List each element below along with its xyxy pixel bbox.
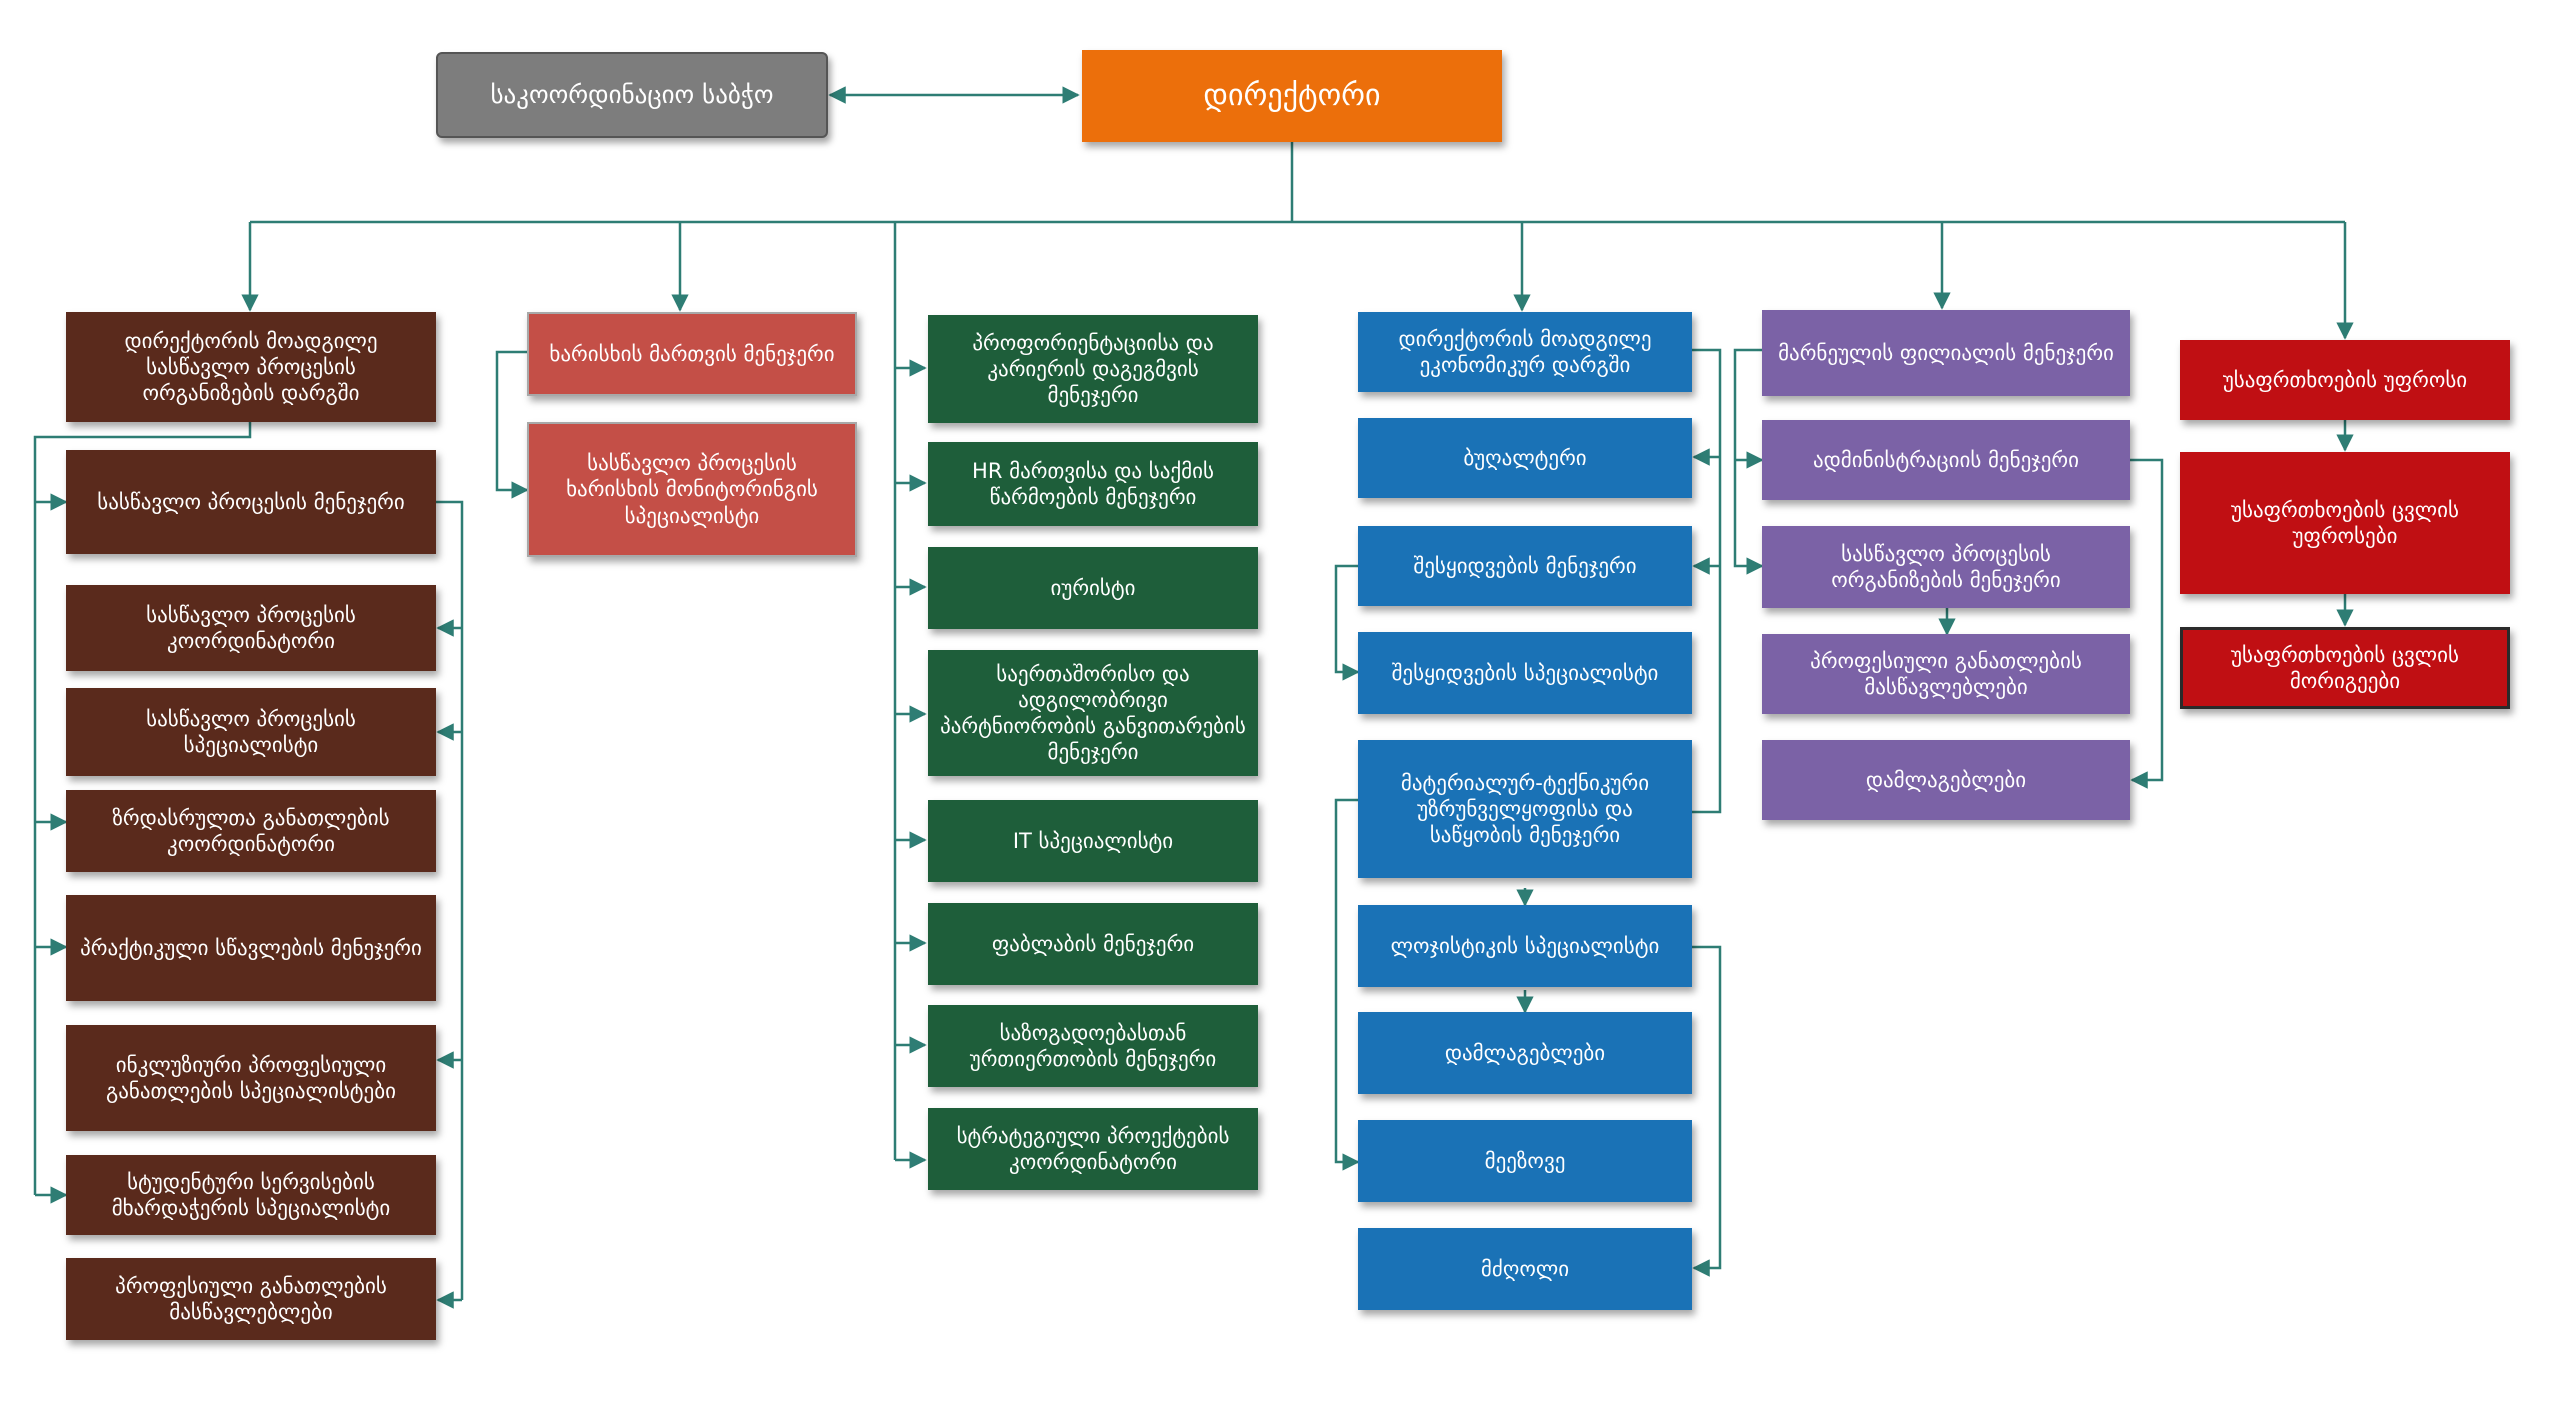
security-head-label: უსაფრთხოების უფროსი xyxy=(2222,367,2468,392)
col3-label-3: იურისტი xyxy=(1050,575,1136,600)
col3-node-3: იურისტი xyxy=(928,547,1258,629)
director-box: დირექტორი xyxy=(1082,50,1502,142)
col3-node-6: ფაბლაბის მენეჯერი xyxy=(928,903,1258,985)
col4-node-2: შესყიდვების მენეჯერი xyxy=(1358,526,1692,606)
col3-label-8: სტრატეგიული პროექტების კოორდინატორი xyxy=(956,1123,1230,1174)
col1-node-6: ინკლუზიური პროფესიული განათლების სპეციალ… xyxy=(66,1025,436,1131)
col6-node-2: უსაფრთხოების ცვლის მორიგეები xyxy=(2180,627,2510,709)
marneuli-branch-manager-label: მარნეულის ფილიალის მენეჯერი xyxy=(1778,340,2114,365)
col1-label-6: ინკლუზიური პროფესიული განათლების სპეციალ… xyxy=(106,1052,396,1103)
director-label: დირექტორი xyxy=(1203,78,1381,114)
col3-node-1: პროფორიენტაციისა და კარიერის დაგეგმვის მ… xyxy=(928,315,1258,423)
quality-manager-label: ხარისხის მართვის მენეჯერი xyxy=(549,341,835,366)
col3-label-2: HR მართვისა და საქმის წარმოების მენეჯერი xyxy=(972,458,1214,509)
col5-label-1: ადმინისტრაციის მენეჯერი xyxy=(1812,447,2080,472)
col1-label-8: პროფესიული განათლების მასწავლებლები xyxy=(115,1273,387,1324)
col4-label-5: ლოჯისტიკის სპეციალისტი xyxy=(1390,933,1660,958)
col1-node-1: სასწავლო პროცესის მენეჯერი xyxy=(66,450,436,554)
col4-label-4: მატერიალურ-ტექნიკური უზრუნველყოფისა და ს… xyxy=(1400,770,1650,848)
col1-node-2: სასწავლო პროცესის კოორდინატორი xyxy=(66,585,436,671)
col4-label-3: შესყიდვების სპეციალისტი xyxy=(1391,660,1659,685)
col1-label-7: სტუდენტური სერვისების მხარდაჭერის სპეცია… xyxy=(111,1169,391,1220)
col4-label-6: დამლაგებლები xyxy=(1444,1040,1606,1065)
col3-label-4: საერთაშორისო და ადგილობრივი პარტნიორობის… xyxy=(940,661,1246,765)
col4-label-1: ბუღალტერი xyxy=(1463,445,1587,470)
col5-label-2: სასწავლო პროცესის ორგანიზების მენეჯერი xyxy=(1831,541,2061,592)
deputy-director-education-box: დირექტორის მოადგილე სასწავლო პროცესის ორ… xyxy=(66,312,436,422)
marneuli-branch-manager-box: მარნეულის ფილიალის მენეჯერი xyxy=(1762,310,2130,396)
col4-node-5: ლოჯისტიკის სპეციალისტი xyxy=(1358,905,1692,987)
security-head-box: უსაფრთხოების უფროსი xyxy=(2180,340,2510,420)
col5-label-3: პროფესიული განათლების მასწავლებლები xyxy=(1810,648,2082,699)
col5-node-3: პროფესიული განათლების მასწავლებლები xyxy=(1762,634,2130,714)
col4-label-2: შესყიდვების მენეჯერი xyxy=(1413,553,1637,578)
col3-node-8: სტრატეგიული პროექტების კოორდინატორი xyxy=(928,1108,1258,1190)
col4-node-7: მეეზოვე xyxy=(1358,1120,1692,1202)
col3-label-5: IT სპეციალისტი xyxy=(1012,828,1174,853)
col4-node-1: ბუღალტერი xyxy=(1358,418,1692,498)
col6-label-2: უსაფრთხოების ცვლის მორიგეები xyxy=(2231,642,2459,693)
col3-label-7: საზოგადოებასთან ურთიერთობის მენეჯერი xyxy=(969,1020,1217,1071)
col4-node-8: მძღოლი xyxy=(1358,1228,1692,1310)
deputy-director-economic-label: დირექტორის მოადგილე ეკონომიკურ დარგში xyxy=(1398,326,1652,377)
deputy-director-education-label: დირექტორის მოადგილე სასწავლო პროცესის ორ… xyxy=(124,328,378,406)
col3-label-1: პროფორიენტაციისა და კარიერის დაგეგმვის მ… xyxy=(972,330,1214,408)
col5-node-1: ადმინისტრაციის მენეჯერი xyxy=(1762,420,2130,500)
col1-label-2: სასწავლო პროცესის კოორდინატორი xyxy=(146,602,356,653)
col3-node-2: HR მართვისა და საქმის წარმოების მენეჯერი xyxy=(928,442,1258,526)
col4-node-3: შესყიდვების სპეციალისტი xyxy=(1358,632,1692,714)
col4-label-8: მძღოლი xyxy=(1480,1256,1570,1281)
col1-node-5: პრაქტიკული სწავლების მენეჯერი xyxy=(66,895,436,1001)
col3-label-6: ფაბლაბის მენეჯერი xyxy=(991,931,1195,956)
quality-monitoring-specialist-label: სასწავლო პროცესის ხარისხის მონიტორინგის … xyxy=(566,451,818,528)
col6-node-1: უსაფრთხოების ცვლის უფროსები xyxy=(2180,452,2510,594)
col1-node-4: ზრდასრულთა განათლების კოორდინატორი xyxy=(66,790,436,872)
col4-node-4: მატერიალურ-ტექნიკური უზრუნველყოფისა და ს… xyxy=(1358,740,1692,878)
col3-node-5: IT სპეციალისტი xyxy=(928,800,1258,882)
col1-label-4: ზრდასრულთა განათლების კოორდინატორი xyxy=(112,805,390,856)
col1-node-7: სტუდენტური სერვისების მხარდაჭერის სპეცია… xyxy=(66,1155,436,1235)
quality-monitoring-specialist-box: სასწავლო პროცესის ხარისხის მონიტორინგის … xyxy=(527,422,857,557)
col3-node-4: საერთაშორისო და ადგილობრივი პარტნიორობის… xyxy=(928,650,1258,776)
col1-label-3: სასწავლო პროცესის სპეციალისტი xyxy=(146,706,356,757)
col5-node-2: სასწავლო პროცესის ორგანიზების მენეჯერი xyxy=(1762,526,2130,608)
col1-node-8: პროფესიული განათლების მასწავლებლები xyxy=(66,1258,436,1340)
col4-label-7: მეეზოვე xyxy=(1484,1148,1566,1173)
coordination-board-box: საკოორდინაციო საბჭო xyxy=(436,52,828,138)
col5-node-4: დამლაგებლები xyxy=(1762,740,2130,820)
quality-manager-box: ხარისხის მართვის მენეჯერი xyxy=(527,312,857,396)
col1-label-5: პრაქტიკული სწავლების მენეჯერი xyxy=(80,935,422,960)
coordination-board-label: საკოორდინაციო საბჭო xyxy=(490,80,774,110)
col6-label-1: უსაფრთხოების ცვლის უფროსები xyxy=(2231,497,2459,548)
col1-node-3: სასწავლო პროცესის სპეციალისტი xyxy=(66,688,436,776)
deputy-director-economic-box: დირექტორის მოადგილე ეკონომიკურ დარგში xyxy=(1358,312,1692,392)
col3-node-7: საზოგადოებასთან ურთიერთობის მენეჯერი xyxy=(928,1005,1258,1087)
col1-label-1: სასწავლო პროცესის მენეჯერი xyxy=(97,489,405,514)
col4-node-6: დამლაგებლები xyxy=(1358,1012,1692,1094)
col5-label-4: დამლაგებლები xyxy=(1865,767,2027,792)
